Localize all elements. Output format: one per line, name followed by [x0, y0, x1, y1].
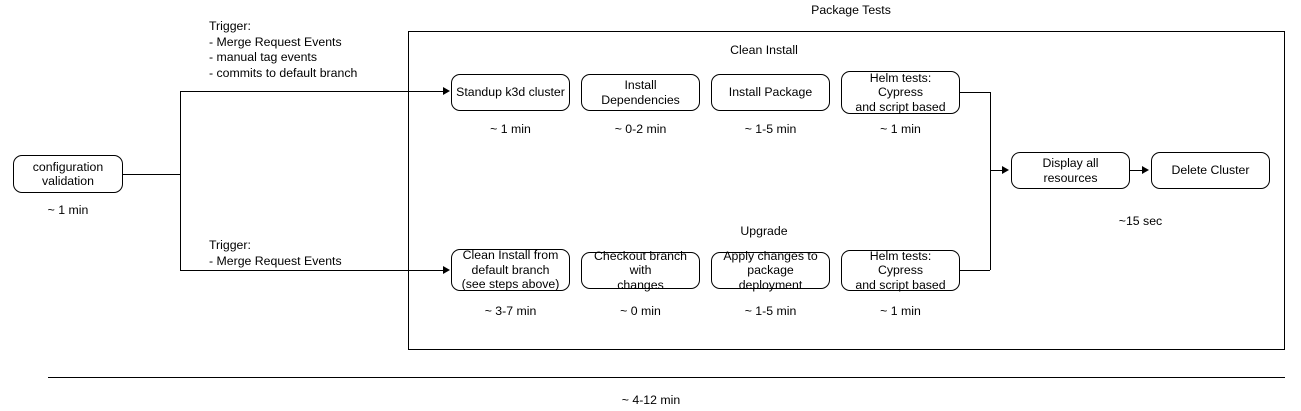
node-apply-changes-to-package-deployment[interactable]: Apply changes to package deployment [711, 249, 830, 292]
caption-apply-changes-to-package-deployment: ~ 1-5 min [744, 304, 797, 318]
caption-checkout-branch-with-changes: ~ 0 min [620, 304, 661, 318]
edge-bracket-to-clean-install [180, 91, 445, 92]
node-helm-tests-clean-install[interactable]: Helm tests: Cypress and script based [841, 71, 960, 114]
arrowhead-display-resources-entry [1002, 165, 1009, 174]
caption-install-package: ~ 1-5 min [744, 122, 797, 136]
caption-total-duration: ~ 4-12 min [621, 393, 681, 407]
edge-merge-to-display-resources [990, 170, 1005, 171]
edge-display-resources-to-delete-cluster [1130, 170, 1144, 171]
node-helm-tests-upgrade[interactable]: Helm tests: Cypress and script based [841, 249, 960, 292]
arrowhead-upgrade-entry [443, 265, 450, 274]
edge-bracket-to-upgrade [180, 270, 445, 271]
total-duration-rule [48, 377, 1285, 378]
node-install-dependencies[interactable]: Install Dependencies [581, 74, 700, 111]
edge-upgrade-to-merge [960, 270, 990, 271]
caption-helm-tests-upgrade: ~ 1 min [880, 304, 921, 318]
trigger-note-bottom: Trigger: - Merge Request Events [209, 238, 342, 268]
node-delete-cluster[interactable]: Delete Cluster [1151, 152, 1270, 189]
caption-helm-tests-clean-install: ~ 1 min [880, 122, 921, 136]
node-configuration-validation[interactable]: configuration validation [13, 155, 123, 193]
node-clean-install-from-default-branch[interactable]: Clean Install from default branch (see s… [451, 248, 570, 291]
caption-teardown-duration: ~15 sec [1118, 214, 1163, 228]
arrowhead-clean-install-entry [443, 86, 450, 95]
merge-vertical-join [990, 92, 991, 270]
caption-install-dependencies: ~ 0-2 min [614, 122, 667, 136]
clean-install-section-title: Clean Install [730, 43, 798, 57]
node-checkout-branch-with-changes[interactable]: Checkout branch with changes [581, 249, 700, 292]
node-install-package[interactable]: Install Package [711, 74, 830, 111]
caption-clean-install-from-default-branch: ~ 3-7 min [484, 304, 537, 318]
package-tests-container [408, 31, 1285, 350]
edge-clean-install-to-merge [960, 92, 990, 93]
node-display-all-resources[interactable]: Display all resources [1011, 152, 1130, 189]
caption-standup-k3d-cluster: ~ 1 min [490, 122, 531, 136]
node-standup-k3d-cluster[interactable]: Standup k3d cluster [451, 74, 570, 111]
edge-start-to-bracket [123, 174, 180, 175]
arrowhead-delete-cluster-entry [1142, 165, 1149, 174]
caption-configuration-validation: ~ 1 min [47, 203, 89, 217]
upgrade-section-title: Upgrade [740, 224, 788, 238]
trigger-note-top: Trigger: - Merge Request Events - manual… [209, 19, 358, 80]
diagram-title: Package Tests [811, 3, 891, 17]
bracket-vertical-split [180, 91, 181, 271]
